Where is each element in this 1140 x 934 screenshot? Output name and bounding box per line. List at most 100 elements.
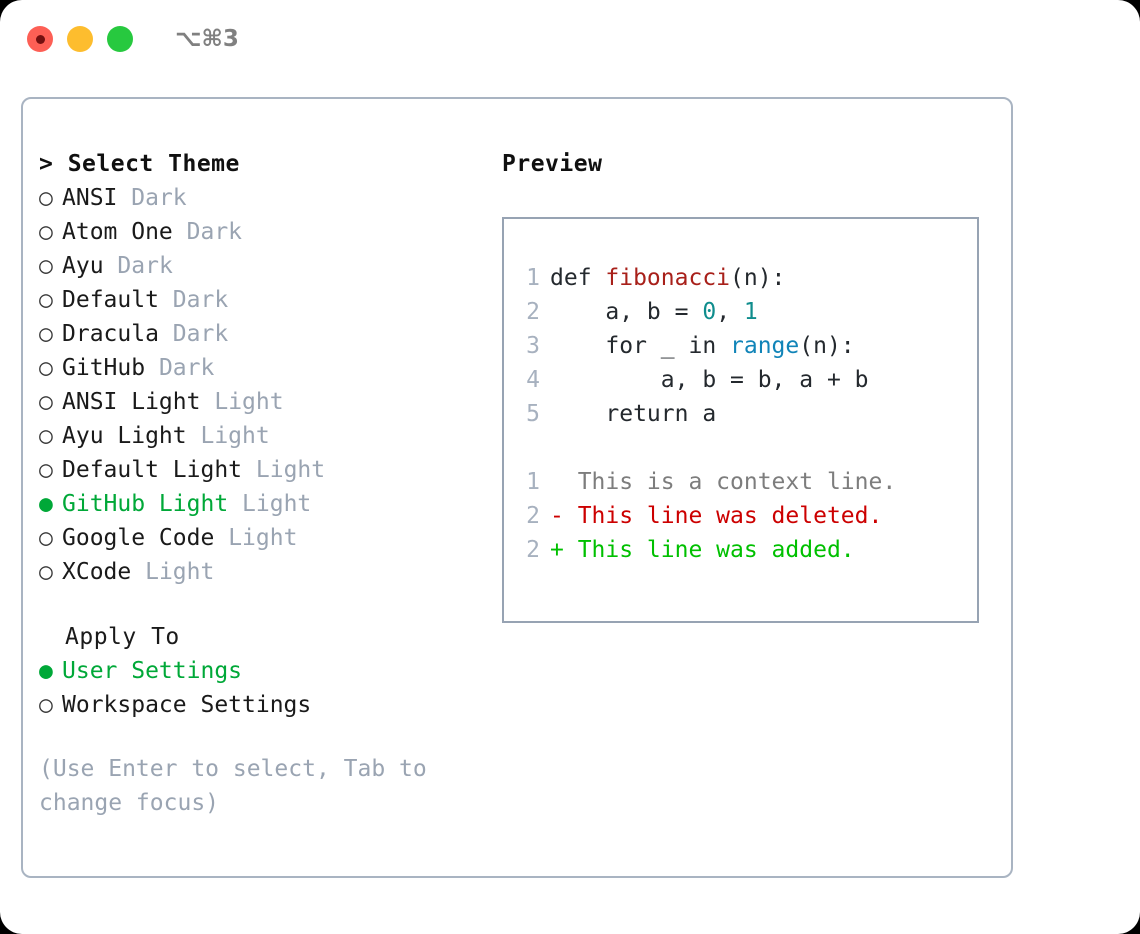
diff-line-added: 2 + This line was added. bbox=[516, 533, 977, 567]
theme-option-suffix: Dark bbox=[186, 219, 243, 245]
theme-option-label: ANSI Light bbox=[62, 389, 201, 415]
theme-option-suffix: Dark bbox=[158, 355, 215, 381]
theme-option-suffix: Light bbox=[242, 491, 312, 517]
theme-list-column: > Select Theme ○ ANSI Dark ○ Atom One Dark… bbox=[39, 147, 479, 820]
code-token-function: fibonacci bbox=[605, 265, 731, 291]
theme-option-xcode[interactable]: ○ XCode Light bbox=[39, 555, 479, 589]
code-text: def bbox=[550, 265, 606, 291]
radio-icon[interactable]: ○ bbox=[39, 559, 53, 585]
theme-option-atom-one-dark[interactable]: ○ Atom One Dark bbox=[39, 215, 479, 249]
line-number: 3 bbox=[526, 333, 540, 359]
theme-picker-panel: > Select Theme ○ ANSI Dark ○ Atom One Dark… bbox=[21, 97, 1013, 878]
theme-option-label: GitHub bbox=[62, 355, 146, 381]
line-number: 4 bbox=[526, 367, 540, 393]
apply-option-label: User Settings bbox=[62, 658, 243, 684]
code-text: for _ in bbox=[550, 333, 731, 359]
theme-option-suffix: Dark bbox=[117, 253, 173, 279]
code-line-4: 4 a, b = b, a + b bbox=[516, 363, 977, 397]
radio-icon[interactable]: ○ bbox=[39, 423, 53, 449]
line-number: 2 bbox=[526, 537, 540, 563]
radio-icon[interactable]: ○ bbox=[39, 389, 53, 415]
theme-option-dracula-dark[interactable]: ○ Dracula Dark bbox=[39, 317, 479, 351]
radio-icon[interactable]: ○ bbox=[39, 287, 53, 313]
code-text: , bbox=[716, 299, 744, 325]
help-text-line-1: (Use Enter to select, Tab to bbox=[39, 756, 427, 782]
line-number: 1 bbox=[526, 265, 540, 291]
code-text: a, b = bbox=[550, 299, 703, 325]
theme-option-github-dark[interactable]: ○ GitHub Dark bbox=[39, 351, 479, 385]
help-text-line-2: change focus) bbox=[39, 790, 220, 816]
code-text: (n): bbox=[799, 333, 855, 359]
radio-icon-selected[interactable]: ● bbox=[39, 658, 53, 684]
code-text: return a bbox=[550, 401, 717, 427]
line-number: 5 bbox=[526, 401, 540, 427]
apply-to-heading: Apply To bbox=[65, 624, 180, 650]
theme-option-label: GitHub Light bbox=[62, 491, 229, 517]
apply-to-section: Apply To ● User Settings ○ Workspace Setti… bbox=[39, 620, 479, 722]
theme-option-label: Ayu Light bbox=[62, 423, 187, 449]
minimize-button[interactable] bbox=[67, 26, 93, 52]
theme-option-suffix: Light bbox=[145, 559, 215, 585]
apply-option-workspace-settings[interactable]: ○ Workspace Settings bbox=[39, 688, 479, 722]
theme-option-label: XCode bbox=[62, 559, 132, 585]
radio-icon[interactable]: ○ bbox=[39, 321, 53, 347]
select-theme-heading: > Select Theme bbox=[39, 151, 240, 177]
radio-icon[interactable]: ○ bbox=[39, 692, 53, 718]
maximize-button[interactable] bbox=[107, 26, 133, 52]
theme-option-label: Default Light bbox=[62, 457, 243, 483]
theme-option-label: Atom One bbox=[62, 219, 173, 245]
code-text: (n): bbox=[730, 265, 786, 291]
theme-option-label: Default bbox=[62, 287, 159, 313]
radio-icon[interactable]: ○ bbox=[39, 457, 53, 483]
radio-icon[interactable]: ○ bbox=[39, 253, 53, 279]
radio-icon[interactable]: ○ bbox=[39, 525, 53, 551]
theme-option-suffix: Light bbox=[200, 423, 270, 449]
diff-line-context: 1 This is a context line. bbox=[516, 465, 977, 499]
title-bar: ⌥⌘3 bbox=[0, 0, 1140, 78]
theme-option-ayu-light[interactable]: ○ Ayu Light Light bbox=[39, 419, 479, 453]
theme-option-label: ANSI bbox=[62, 185, 118, 211]
theme-option-suffix: Light bbox=[255, 457, 326, 483]
code-token-number: 1 bbox=[743, 299, 758, 325]
code-text: a, b = b, a + b bbox=[550, 367, 869, 393]
line-number: 2 bbox=[526, 299, 540, 325]
radio-icon[interactable]: ○ bbox=[39, 355, 53, 381]
theme-option-suffix: Dark bbox=[131, 185, 187, 211]
theme-option-ansi-light[interactable]: ○ ANSI Light Light bbox=[39, 385, 479, 419]
code-line-3: 3 for _ in range(n): bbox=[516, 329, 977, 363]
theme-option-suffix: Light bbox=[214, 389, 284, 415]
preview-heading: Preview bbox=[502, 151, 603, 177]
theme-option-label: Google Code bbox=[62, 525, 215, 551]
radio-icon[interactable]: ○ bbox=[39, 185, 53, 211]
apply-option-label: Workspace Settings bbox=[62, 692, 312, 718]
apply-option-user-settings[interactable]: ● User Settings bbox=[39, 654, 479, 688]
code-token-number: 0 bbox=[702, 299, 717, 325]
theme-option-ansi-dark[interactable]: ○ ANSI Dark bbox=[39, 181, 479, 215]
theme-option-suffix: Dark bbox=[172, 321, 229, 347]
close-button[interactable] bbox=[27, 26, 53, 52]
radio-icon-selected[interactable]: ● bbox=[39, 491, 53, 517]
diff-text: This is a context line. bbox=[550, 469, 897, 495]
window-controls bbox=[27, 26, 133, 52]
keyboard-shortcut-label: ⌥⌘3 bbox=[175, 26, 239, 52]
theme-option-google-code[interactable]: ○ Google Code Light bbox=[39, 521, 479, 555]
diff-line-deleted: 2 - This line was deleted. bbox=[516, 499, 977, 533]
theme-option-default-light[interactable]: ○ Default Light Light bbox=[39, 453, 479, 487]
theme-option-label: Dracula bbox=[62, 321, 159, 347]
theme-option-ayu-dark[interactable]: ○ Ayu Dark bbox=[39, 249, 479, 283]
code-token-builtin: range bbox=[730, 333, 800, 359]
code-line-5: 5 return a bbox=[516, 397, 977, 431]
theme-option-default-dark[interactable]: ○Default Dark bbox=[39, 283, 479, 317]
diff-text: + This line was added. bbox=[550, 537, 855, 563]
theme-option-label: Ayu bbox=[62, 253, 104, 279]
code-line-2: 2 a, b = 0, 1 bbox=[516, 295, 977, 329]
theme-option-suffix: Light bbox=[228, 525, 298, 551]
line-number: 2 bbox=[526, 503, 540, 529]
theme-option-github-light[interactable]: ● GitHub Light Light bbox=[39, 487, 479, 521]
radio-icon[interactable]: ○ bbox=[39, 219, 53, 245]
line-number: 1 bbox=[526, 469, 540, 495]
diff-text: - This line was deleted. bbox=[550, 503, 883, 529]
